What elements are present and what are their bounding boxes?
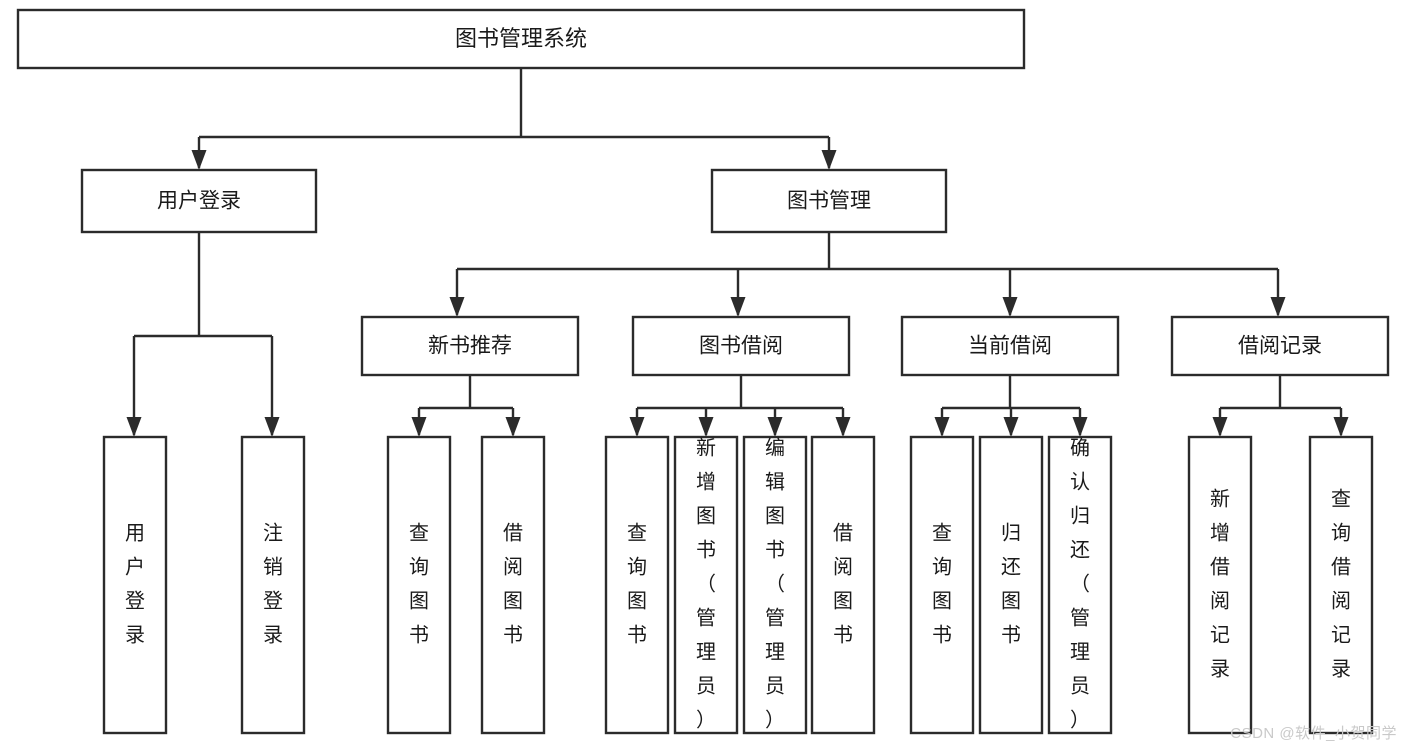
node-leaf-2-label: 查询图书 — [409, 521, 429, 646]
node-root-label: 图书管理系统 — [455, 26, 587, 51]
node-leaf-10[interactable]: 确认归还（管理员） — [1047, 435, 1113, 735]
node-level3-0[interactable]: 新书推荐 — [360, 315, 580, 377]
node-level3-2-label: 当前借阅 — [968, 335, 1052, 358]
node-leaf-9-label: 归还图书 — [1001, 521, 1021, 646]
node-leaf-12[interactable]: 查询借阅记录 — [1308, 435, 1374, 735]
node-leaf-4-label: 查询图书 — [627, 521, 647, 646]
node-leaf-9[interactable]: 归还图书 — [978, 435, 1044, 735]
node-leaf-0[interactable]: 用户登录 — [102, 435, 168, 735]
node-leaf-2[interactable]: 查询图书 — [386, 435, 452, 735]
node-leaf-7[interactable]: 借阅图书 — [810, 435, 876, 735]
node-leaf-0-label: 用户登录 — [125, 522, 145, 646]
node-level3-3-label: 借阅记录 — [1238, 335, 1322, 358]
node-level3-3[interactable]: 借阅记录 — [1170, 315, 1390, 377]
node-level2-1[interactable]: 图书管理 — [710, 168, 948, 234]
node-leaf-10-label: 确认归还（管理员） — [1070, 436, 1090, 731]
connector-layer — [126, 68, 1349, 437]
node-level3-1[interactable]: 图书借阅 — [631, 315, 851, 377]
node-leaf-8-label: 查询图书 — [932, 521, 952, 646]
node-level2-0[interactable]: 用户登录 — [80, 168, 318, 234]
node-root[interactable]: 图书管理系统 — [16, 8, 1026, 70]
node-leaf-3[interactable]: 借阅图书 — [480, 435, 546, 735]
node-leaf-6-label: 编辑图书（管理员） — [765, 436, 785, 731]
node-level3-2[interactable]: 当前借阅 — [900, 315, 1120, 377]
node-leaf-11[interactable]: 新增借阅记录 — [1187, 435, 1253, 735]
node-leaf-8[interactable]: 查询图书 — [909, 435, 975, 735]
node-leaf-5[interactable]: 新增图书（管理员） — [673, 435, 739, 735]
node-level3-0-label: 新书推荐 — [428, 335, 512, 358]
node-leaf-3-label: 借阅图书 — [503, 521, 523, 646]
node-leaf-12-label: 查询借阅记录 — [1331, 487, 1351, 680]
node-leaf-6[interactable]: 编辑图书（管理员） — [742, 435, 808, 735]
node-level2-1-label: 图书管理 — [787, 190, 871, 213]
node-layer: 图书管理系统用户登录图书管理新书推荐图书借阅当前借阅借阅记录用户登录注销登录查询… — [16, 8, 1390, 735]
node-level2-0-label: 用户登录 — [157, 190, 241, 213]
node-leaf-5-label: 新增图书（管理员） — [696, 436, 716, 731]
node-leaf-4[interactable]: 查询图书 — [604, 435, 670, 735]
node-leaf-1[interactable]: 注销登录 — [240, 435, 306, 735]
node-leaf-11-label: 新增借阅记录 — [1210, 487, 1230, 680]
node-level3-1-label: 图书借阅 — [699, 335, 783, 358]
node-leaf-7-label: 借阅图书 — [833, 521, 853, 646]
node-leaf-1-label: 注销登录 — [263, 521, 283, 646]
